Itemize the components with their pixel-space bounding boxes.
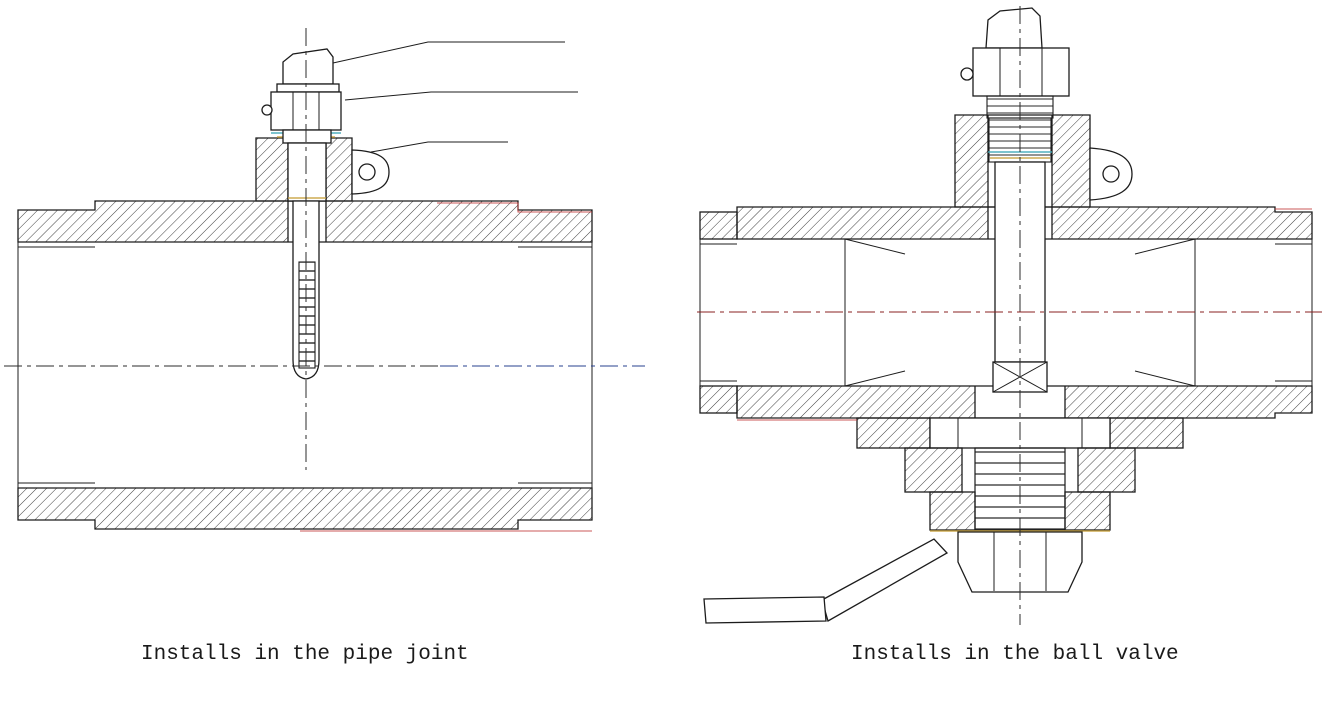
gland-body-right <box>1077 447 1136 493</box>
seal-wire-hole <box>960 67 974 81</box>
gland-body-left <box>904 447 963 493</box>
seat-taper-line <box>1134 238 1196 255</box>
handle-grip <box>703 596 827 624</box>
boss-lug-hole <box>358 163 376 181</box>
sensor-collar <box>276 83 340 93</box>
leader-line-2 <box>344 91 578 101</box>
seat-taper-line <box>844 370 906 387</box>
sensor-threaded-body <box>287 142 327 202</box>
figure-pipe-joint <box>4 28 645 532</box>
leader-line-3 <box>370 141 508 153</box>
caption-pipe-joint: Installs in the pipe joint <box>141 643 469 666</box>
sensor-cap <box>282 48 334 85</box>
figure-ball-valve <box>697 6 1322 625</box>
sensor-cap <box>985 7 1043 49</box>
bottom-flange-left <box>856 417 931 449</box>
bonnet-lug-hole <box>1102 165 1120 183</box>
port-end-bottom-left <box>699 385 738 414</box>
bottom-flange-right <box>1109 417 1184 449</box>
pipe-wall-bottom <box>17 487 593 530</box>
packing-cross-line <box>992 361 1048 393</box>
seat-taper-line <box>844 238 906 255</box>
scan-artifact-red <box>437 202 592 213</box>
handle-arm <box>821 538 949 622</box>
leader-line-1 <box>332 41 565 64</box>
gland-lower-left <box>929 491 976 531</box>
port-end-top-left <box>699 211 738 240</box>
seat-taper-line <box>1134 370 1196 387</box>
seal-wire-hole <box>261 104 273 116</box>
sensor-element <box>298 261 316 369</box>
sensor-hex-nut <box>972 47 1070 97</box>
sensor-gland <box>282 129 332 144</box>
gland-lower-right <box>1064 491 1111 531</box>
caption-ball-valve: Installs in the ball valve <box>851 643 1179 666</box>
